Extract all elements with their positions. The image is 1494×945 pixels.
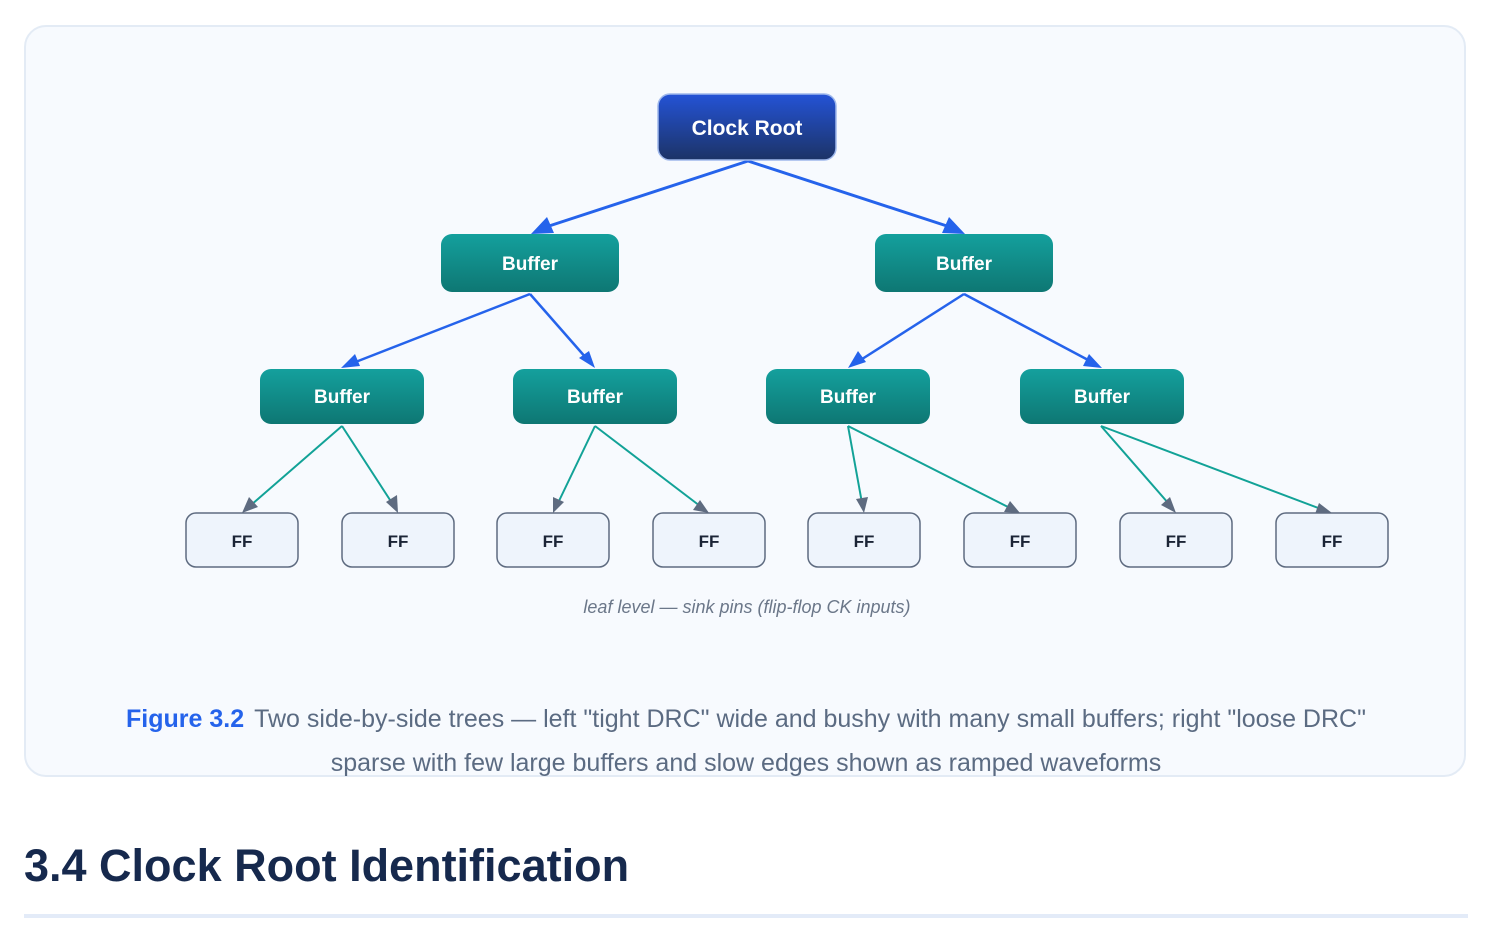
edge-l1a-l2a	[352, 292, 531, 365]
node-buffer-l1-left[interactable]: Buffer	[441, 234, 619, 292]
node-ff-2[interactable]: FF	[341, 512, 455, 568]
node-buffer-l2-3[interactable]: Buffer	[766, 369, 930, 424]
edges-level2-leaves	[242, 425, 1332, 514]
arrow-head	[531, 217, 554, 234]
arrow-head	[856, 497, 868, 513]
node-buffer-label: Buffer	[314, 387, 371, 408]
node-buffer-l2-2[interactable]: Buffer	[513, 369, 677, 424]
node-ff-label: FF	[232, 532, 253, 551]
arrow-head	[942, 217, 965, 234]
node-ff-3[interactable]: FF	[496, 512, 610, 568]
edge-l2d-ff8	[1100, 425, 1322, 510]
edge-l2c-ff5	[847, 425, 863, 504]
edge-l2d-ff7	[1100, 425, 1170, 505]
node-ff-6[interactable]: FF	[963, 512, 1077, 568]
arrow-head	[1004, 501, 1020, 513]
edge-l2c-ff6	[847, 425, 1011, 509]
arrow-head	[693, 500, 709, 513]
node-ff-8[interactable]: FF	[1275, 512, 1389, 568]
arrow-head	[242, 497, 258, 513]
edge-l2b-ff4	[594, 425, 701, 507]
edges-root-level1	[531, 159, 965, 234]
edges-level1-level2	[341, 292, 1102, 368]
node-ff-label: FF	[543, 532, 564, 551]
edge-root-buffer-right	[747, 159, 951, 229]
arrow-head	[386, 495, 398, 513]
arrow-head	[1161, 497, 1176, 513]
node-ff-label: FF	[388, 532, 409, 551]
figure-label: Figure 3.2	[126, 705, 245, 733]
leaf-level-note: leaf level — sink pins (flip-flop CK inp…	[583, 597, 910, 617]
node-ff-7[interactable]: FF	[1119, 512, 1233, 568]
section-title: 3.4 Clock Root Identification	[24, 840, 630, 891]
edge-l2a-ff1	[250, 425, 343, 506]
node-buffer-label: Buffer	[502, 254, 559, 275]
edge-l2a-ff2	[341, 425, 393, 504]
edge-l1b-l2d	[963, 292, 1091, 363]
node-clock-root[interactable]: Clock Root	[657, 93, 837, 161]
node-buffer-label: Buffer	[567, 387, 624, 408]
node-ff-label: FF	[1166, 532, 1187, 551]
figure-caption: Figure 3.2 Two side-by-side trees — left …	[86, 697, 1406, 785]
node-buffer-label: Buffer	[936, 254, 993, 275]
node-ff-4[interactable]: FF	[652, 512, 766, 568]
figure-card: Clock Root Buffer Buffer Buffer Buffer	[24, 25, 1466, 777]
edge-l1a-l2b	[529, 293, 588, 360]
arrow-head	[341, 354, 360, 368]
node-buffer-label: Buffer	[820, 387, 877, 408]
arrow-head	[579, 351, 595, 368]
arrow-head	[1315, 503, 1332, 514]
node-ff-5[interactable]: FF	[807, 512, 921, 568]
edge-l1b-l2c	[858, 292, 965, 363]
node-clock-root-label: Clock Root	[692, 117, 803, 140]
node-ff-label: FF	[1010, 532, 1031, 551]
node-ff-label: FF	[1322, 532, 1343, 551]
node-buffer-l2-1[interactable]: Buffer	[260, 369, 424, 424]
arrow-head	[848, 351, 866, 368]
arrow-head	[1083, 354, 1102, 368]
clock-tree-diagram: Clock Root Buffer Buffer Buffer Buffer	[185, 93, 1389, 617]
node-buffer-label: Buffer	[1074, 387, 1131, 408]
arrow-head	[553, 497, 564, 513]
node-buffer-l2-4[interactable]: Buffer	[1020, 369, 1184, 424]
node-ff-1[interactable]: FF	[185, 512, 299, 568]
figure-caption-text: Two side-by-side trees — left "tight DRC…	[254, 705, 1366, 777]
node-ff-label: FF	[699, 532, 720, 551]
section-divider	[24, 914, 1468, 918]
node-ff-label: FF	[854, 532, 875, 551]
edge-l2b-ff3	[557, 425, 596, 504]
edge-root-buffer-left	[545, 159, 749, 229]
node-buffer-l1-right[interactable]: Buffer	[875, 234, 1053, 292]
